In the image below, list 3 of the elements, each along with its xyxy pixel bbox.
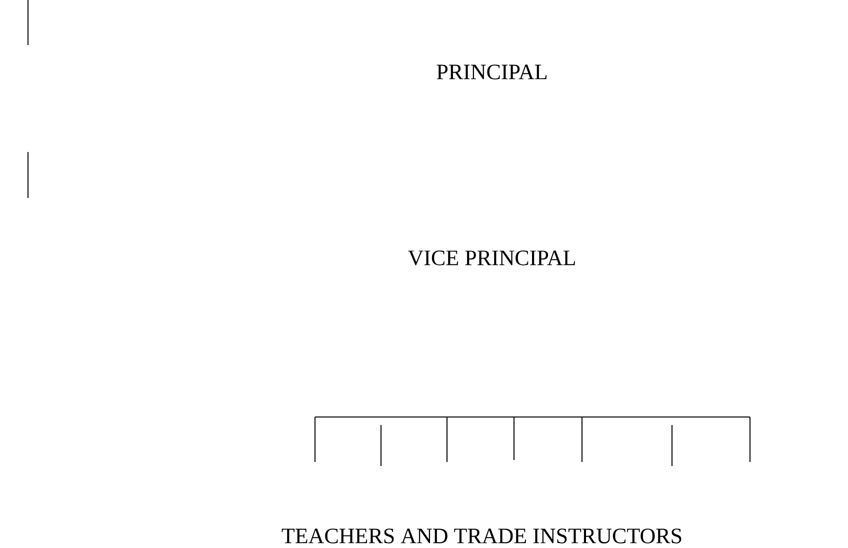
role-label: TEACHERS AND TRADE INSTRUCTORS [282, 528, 682, 544]
role-label: VICE PRINCIPAL [408, 250, 575, 266]
role-label: PRINCIPAL [436, 64, 547, 80]
